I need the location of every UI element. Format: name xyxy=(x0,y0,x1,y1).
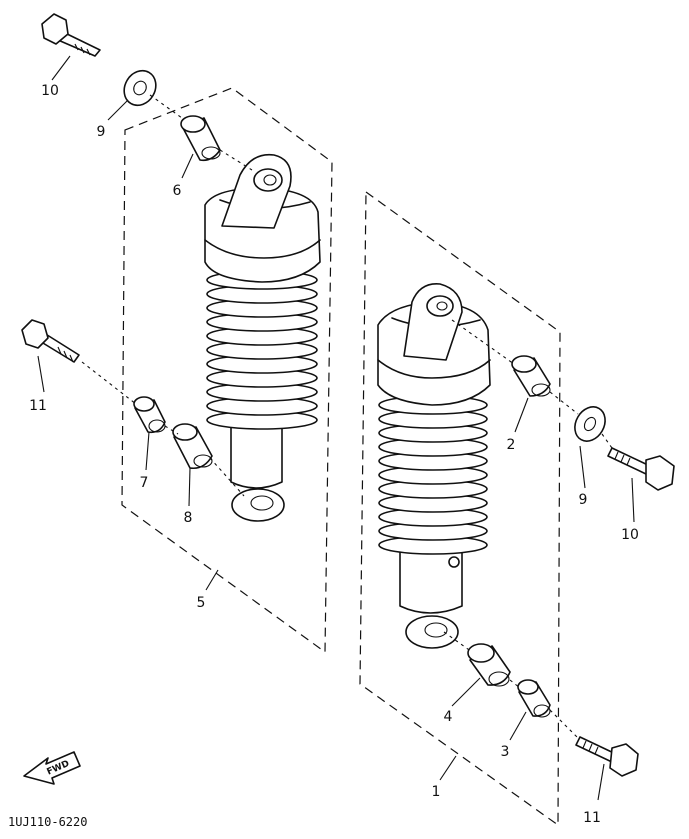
bolt-11-left xyxy=(21,319,80,363)
callout-9-top: 9 xyxy=(97,124,106,140)
callout-7: 7 xyxy=(140,475,149,491)
callout-11-left: 11 xyxy=(29,398,47,414)
assembly-outline-5 xyxy=(121,87,333,654)
fwd-arrow-icon: FWD xyxy=(23,751,81,785)
collar-7 xyxy=(133,396,166,434)
callout-8: 8 xyxy=(184,510,193,526)
shock-absorber-right xyxy=(377,283,491,649)
collar-8 xyxy=(172,423,213,470)
callout-4: 4 xyxy=(444,709,453,725)
bolt-11-bottom xyxy=(575,736,639,777)
callout-10-top: 10 xyxy=(41,83,59,99)
callout-9-right: 9 xyxy=(579,492,588,508)
callout-3: 3 xyxy=(501,744,510,760)
bolt-10-right xyxy=(607,447,675,491)
collar-3 xyxy=(517,679,551,718)
washer-9-right xyxy=(574,406,606,442)
washer-9-top xyxy=(123,69,157,107)
shock-absorber-left xyxy=(204,153,321,522)
collar-4 xyxy=(467,643,511,687)
callout-5: 5 xyxy=(197,595,206,611)
bolt-10-top xyxy=(41,13,101,57)
callout-6: 6 xyxy=(173,183,182,199)
callout-1: 1 xyxy=(432,784,441,800)
callout-2: 2 xyxy=(507,437,516,453)
callout-10-right: 10 xyxy=(621,527,639,543)
collar-6 xyxy=(180,115,221,162)
collar-2 xyxy=(511,355,551,397)
drawing-code: 1UJ110-6220 xyxy=(8,815,87,829)
callout-11-bottom: 11 xyxy=(583,810,601,826)
